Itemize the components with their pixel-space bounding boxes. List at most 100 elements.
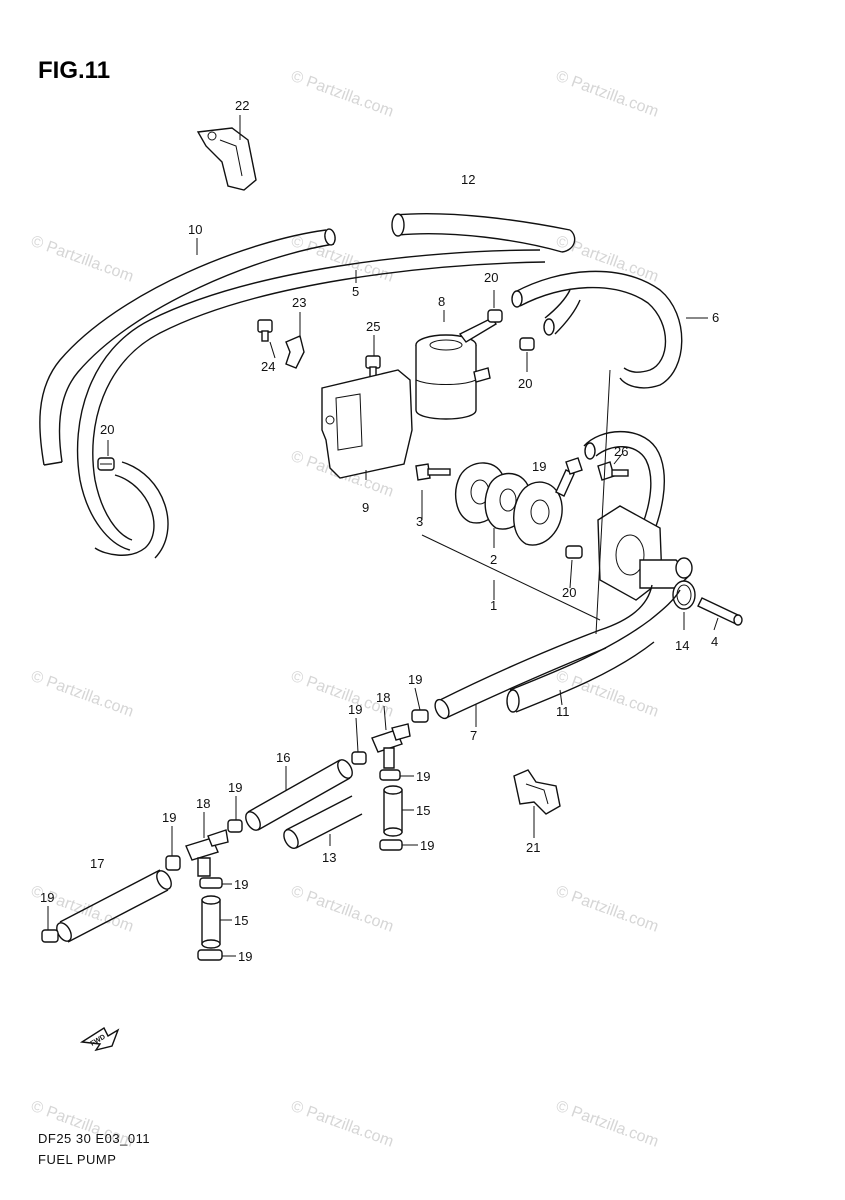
callout-15b: 15 (234, 913, 248, 928)
callout-19c: 19 (348, 702, 362, 717)
callout-9: 9 (362, 500, 369, 515)
hose-loop-left[interactable] (94, 461, 169, 559)
clip-19-upper-bottom[interactable] (379, 839, 403, 851)
callouts: 22 12 10 5 20 8 23 6 25 24 20 20 26 19 9… (40, 98, 719, 964)
watermark-text: © Partzilla.com (289, 1098, 396, 1151)
clip-19-pump[interactable] (565, 457, 583, 475)
tee-18-upper[interactable] (371, 723, 411, 769)
clip-19-lower-right[interactable] (227, 819, 243, 833)
callout-16: 16 (276, 750, 290, 765)
callout-19b: 19 (408, 672, 422, 687)
callout-19d: 19 (416, 769, 430, 784)
clip-20-left[interactable] (97, 457, 115, 471)
hose-15-upper[interactable] (383, 785, 403, 837)
callout-5: 5 (352, 284, 359, 299)
callout-20c: 20 (100, 422, 114, 437)
clip-20-top[interactable] (487, 309, 503, 323)
callout-20d: 20 (562, 585, 576, 600)
bracket-23[interactable] (285, 335, 305, 369)
callout-21: 21 (526, 840, 540, 855)
callout-10: 10 (188, 222, 202, 237)
callout-15a: 15 (416, 803, 430, 818)
bolt-26[interactable] (597, 461, 629, 481)
clip-20-mid[interactable] (519, 337, 535, 351)
callout-19j: 19 (238, 949, 252, 964)
bolt-3[interactable] (415, 463, 451, 481)
clip-19-lower-mid[interactable] (165, 855, 181, 871)
callout-3: 3 (416, 514, 423, 529)
callout-2: 2 (490, 552, 497, 567)
callout-13: 13 (322, 850, 336, 865)
clamp-21[interactable] (513, 769, 561, 815)
leader-lines-lower (47, 687, 535, 957)
clip-19-far-left[interactable] (41, 929, 59, 943)
hose-12[interactable] (391, 213, 576, 253)
clip-19-upper-mid[interactable] (351, 751, 367, 765)
watermark-text: © Partzilla.com (289, 68, 396, 121)
callout-25: 25 (366, 319, 380, 334)
watermark-text: © Partzilla.com (289, 883, 396, 936)
watermark-text: © Partzilla.com (289, 233, 396, 286)
callout-1: 1 (490, 598, 497, 613)
callout-19h: 19 (234, 877, 248, 892)
watermark-text: © Partzilla.com (29, 233, 136, 286)
hose-16[interactable] (243, 757, 355, 832)
callout-14: 14 (675, 638, 689, 653)
fitting-assembly[interactable] (597, 505, 693, 601)
hose-13[interactable] (281, 795, 363, 851)
hose-11[interactable] (506, 589, 681, 713)
clip-19-lower-below[interactable] (199, 877, 223, 889)
callout-17: 17 (90, 856, 104, 871)
clip-19-upper-right[interactable] (411, 709, 429, 723)
hose-10[interactable] (39, 228, 336, 466)
callout-8: 8 (438, 294, 445, 309)
bracket-22[interactable] (196, 127, 257, 191)
callout-7: 7 (470, 728, 477, 743)
callout-18a: 18 (376, 690, 390, 705)
bolt-24[interactable] (257, 319, 273, 342)
clip-20-lower[interactable] (565, 545, 583, 559)
callout-19i: 19 (40, 890, 54, 905)
hose-15-lower[interactable] (201, 895, 221, 949)
leader-lines (107, 115, 719, 727)
hose-6[interactable] (511, 270, 683, 389)
callout-19f: 19 (162, 810, 176, 825)
bolt-25[interactable] (365, 355, 381, 378)
hose-7[interactable] (432, 584, 653, 721)
callout-19a: 19 (532, 459, 546, 474)
hose-5[interactable] (76, 249, 546, 551)
diagram-code: DF25 30 E03_011 (38, 1131, 150, 1146)
fwd-arrow-icon: FWD (79, 1026, 120, 1052)
callout-20a: 20 (484, 270, 498, 285)
pipe-4[interactable] (697, 597, 743, 626)
fuel-filter-8[interactable] (415, 317, 497, 420)
watermark-text: © Partzilla.com (554, 1098, 661, 1151)
watermark-text: © Partzilla.com (554, 233, 661, 286)
callout-19g: 19 (420, 838, 434, 853)
fuel-pump-1[interactable] (513, 469, 575, 546)
tee-18-lower[interactable] (185, 829, 229, 877)
watermark-text: © Partzilla.com (29, 668, 136, 721)
callout-20b: 20 (518, 376, 532, 391)
callout-23: 23 (292, 295, 306, 310)
callout-6: 6 (712, 310, 719, 325)
callout-4: 4 (711, 634, 718, 649)
callout-19e: 19 (228, 780, 242, 795)
callout-18b: 18 (196, 796, 210, 811)
figure-title: FIG.11 (38, 57, 110, 84)
watermark-layer: © Partzilla.com © Partzilla.com © Partzi… (29, 68, 661, 1151)
clip-19-upper-below[interactable] (379, 769, 401, 781)
callout-11: 11 (556, 704, 570, 719)
callout-22: 22 (235, 98, 249, 113)
callout-26: 26 (614, 444, 628, 459)
watermark-text: © Partzilla.com (554, 68, 661, 121)
hose-17[interactable] (54, 868, 174, 943)
diagram-name: FUEL PUMP (38, 1152, 116, 1167)
bracket-plate-9[interactable] (321, 369, 413, 479)
watermark-text: © Partzilla.com (554, 668, 661, 721)
callout-24: 24 (261, 359, 275, 374)
callout-12: 12 (461, 172, 475, 187)
clip-19-lower-bottom[interactable] (197, 949, 223, 961)
watermark-text: © Partzilla.com (554, 883, 661, 936)
